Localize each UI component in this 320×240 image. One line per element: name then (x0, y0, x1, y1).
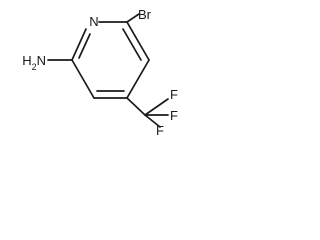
bond-cf3-f1 (144, 98, 169, 116)
molecule-structure: N Br H2N F F F (22, 7, 178, 137)
bond-c5-br (126, 13, 140, 23)
bond-c3-cf3 (126, 97, 146, 116)
bond-c1-c2 (71, 59, 95, 99)
atom-label-fluorine-1: F (170, 87, 178, 102)
bond-n-c1-double (78, 33, 91, 59)
bond-c4-c5-double (122, 28, 142, 61)
bond-n-c1 (71, 28, 87, 61)
atom-label-fluorine-3: F (156, 123, 164, 137)
bond-c3-c4 (126, 59, 150, 99)
bond-cf3-f3 (144, 114, 161, 128)
bond-c4-c5 (126, 21, 150, 61)
atom-label-bromine: Br (138, 7, 152, 22)
atom-label-fluorine-2: F (170, 108, 178, 123)
atom-label-ring-nitrogen: N (89, 14, 98, 29)
atom-label-amino-group: H2N (22, 53, 46, 72)
